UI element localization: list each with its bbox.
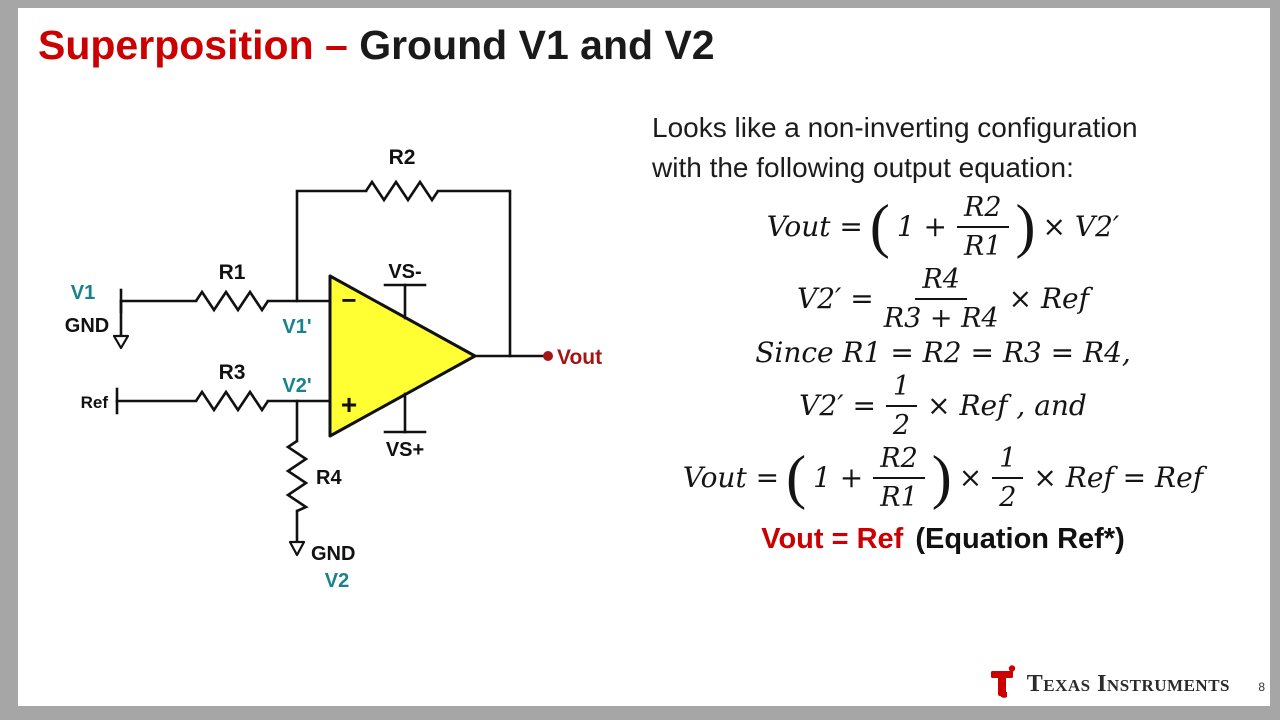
explanation-column: Looks like a non-inverting configuration… — [650, 108, 1236, 556]
eq1-numerator: R2 — [957, 192, 1009, 228]
vout-node-dot — [543, 351, 553, 361]
eq4-rhs: × Ref , and — [927, 389, 1087, 422]
eq1-lhs: Vout = — [766, 210, 863, 243]
eq1-rhs: × V2′ — [1042, 210, 1120, 243]
v1-gnd-label: GND — [65, 315, 109, 337]
eq5-rhs: × Ref = Ref — [1033, 461, 1204, 494]
resistor-r4-label: R4 — [316, 467, 342, 489]
resistor-r1-label: R1 — [219, 261, 246, 284]
feedback-wire-left — [295, 189, 368, 303]
v1-ground-arrow — [112, 334, 130, 350]
circuit-diagram: R2 R1 V1 GND V1' R3 Ref V2' R4 — [40, 126, 620, 612]
eq2-numerator: R4 — [915, 264, 967, 300]
eq1-denominator: R1 — [964, 230, 1002, 262]
resistor-r2-symbol — [364, 179, 440, 203]
eq4-denominator: 2 — [892, 409, 911, 441]
eq5-lparen: ( — [786, 444, 807, 510]
conclusion-line: Vout = Ref (Equation Ref*) — [650, 523, 1236, 556]
title-accent: Superposition – — [38, 22, 360, 68]
brand-wordmark: Texas Instruments — [1026, 670, 1230, 697]
slide-title: Superposition – Ground V1 and V2 — [38, 22, 715, 69]
eq4-lhs: V2′ = — [799, 389, 876, 422]
v2-prime-label: V2' — [282, 375, 311, 397]
eq5-numerator-2: 1 — [992, 443, 1024, 479]
eq1-lparen: ( — [869, 193, 890, 259]
eq5-times: × — [958, 461, 983, 494]
eq2-lhs: V2′ = — [797, 282, 874, 315]
equation-resistor-equality: Since R1 = R2 = R3 = R4, — [755, 335, 1131, 369]
ti-logo-icon — [990, 665, 1015, 698]
eq1-one-plus: 1 + — [896, 210, 948, 243]
eq2-denominator: R3 + R4 — [883, 302, 999, 334]
v1-label: V1 — [71, 282, 95, 304]
opamp-triangle — [328, 274, 477, 438]
ref-label: Ref — [81, 393, 109, 412]
vs-minus-label: VS- — [388, 261, 421, 283]
v2-gnd-label: GND — [311, 543, 355, 565]
page-number: 8 — [1258, 680, 1265, 694]
conclusion-result: Vout = Ref — [761, 522, 904, 555]
resistor-r3-symbol — [194, 389, 270, 413]
v1-prime-label: V1' — [282, 316, 311, 338]
eq4-numerator: 1 — [885, 371, 918, 407]
conclusion-reference: (Equation Ref*) — [915, 522, 1125, 555]
eq5-denominator-2: 2 — [999, 481, 1017, 513]
vout-label: Vout — [557, 346, 602, 369]
resistor-r1-symbol — [194, 289, 270, 313]
resistor-r2-label: R2 — [389, 146, 416, 169]
resistor-r4-symbol — [285, 439, 309, 513]
inverting-input-sign: − — [341, 285, 356, 315]
eq1-rparen: ) — [1015, 193, 1036, 259]
noninverting-input-sign: + — [341, 389, 357, 420]
v2-ground-arrow — [288, 540, 306, 557]
footer: Texas Instruments — [987, 664, 1230, 704]
title-rest: Ground V1 and V2 — [359, 22, 715, 68]
eq5-lhs: Vout = — [682, 461, 780, 494]
circuit-svg: R2 R1 V1 GND V1' R3 Ref V2' R4 — [65, 146, 602, 592]
v2-label: V2 — [325, 570, 349, 592]
eq5-numerator-1: R2 — [873, 443, 925, 479]
slide: Superposition – Ground V1 and V2 R2 R1 V… — [18, 8, 1270, 706]
description-line2: with the following output equation: — [652, 151, 1074, 183]
resistor-r3-label: R3 — [219, 361, 246, 384]
eq5-one-plus: 1 + — [813, 461, 864, 494]
description-text: Looks like a non-inverting configuration… — [652, 108, 1236, 188]
feedback-wire-right — [436, 189, 512, 358]
eq2-rhs: × Ref — [1008, 282, 1089, 315]
description-line1: Looks like a non-inverting configuration — [652, 112, 1138, 143]
eq5-denominator-1: R1 — [880, 481, 918, 513]
eq5-rparen: ) — [931, 444, 952, 510]
vs-plus-label: VS+ — [386, 439, 424, 461]
